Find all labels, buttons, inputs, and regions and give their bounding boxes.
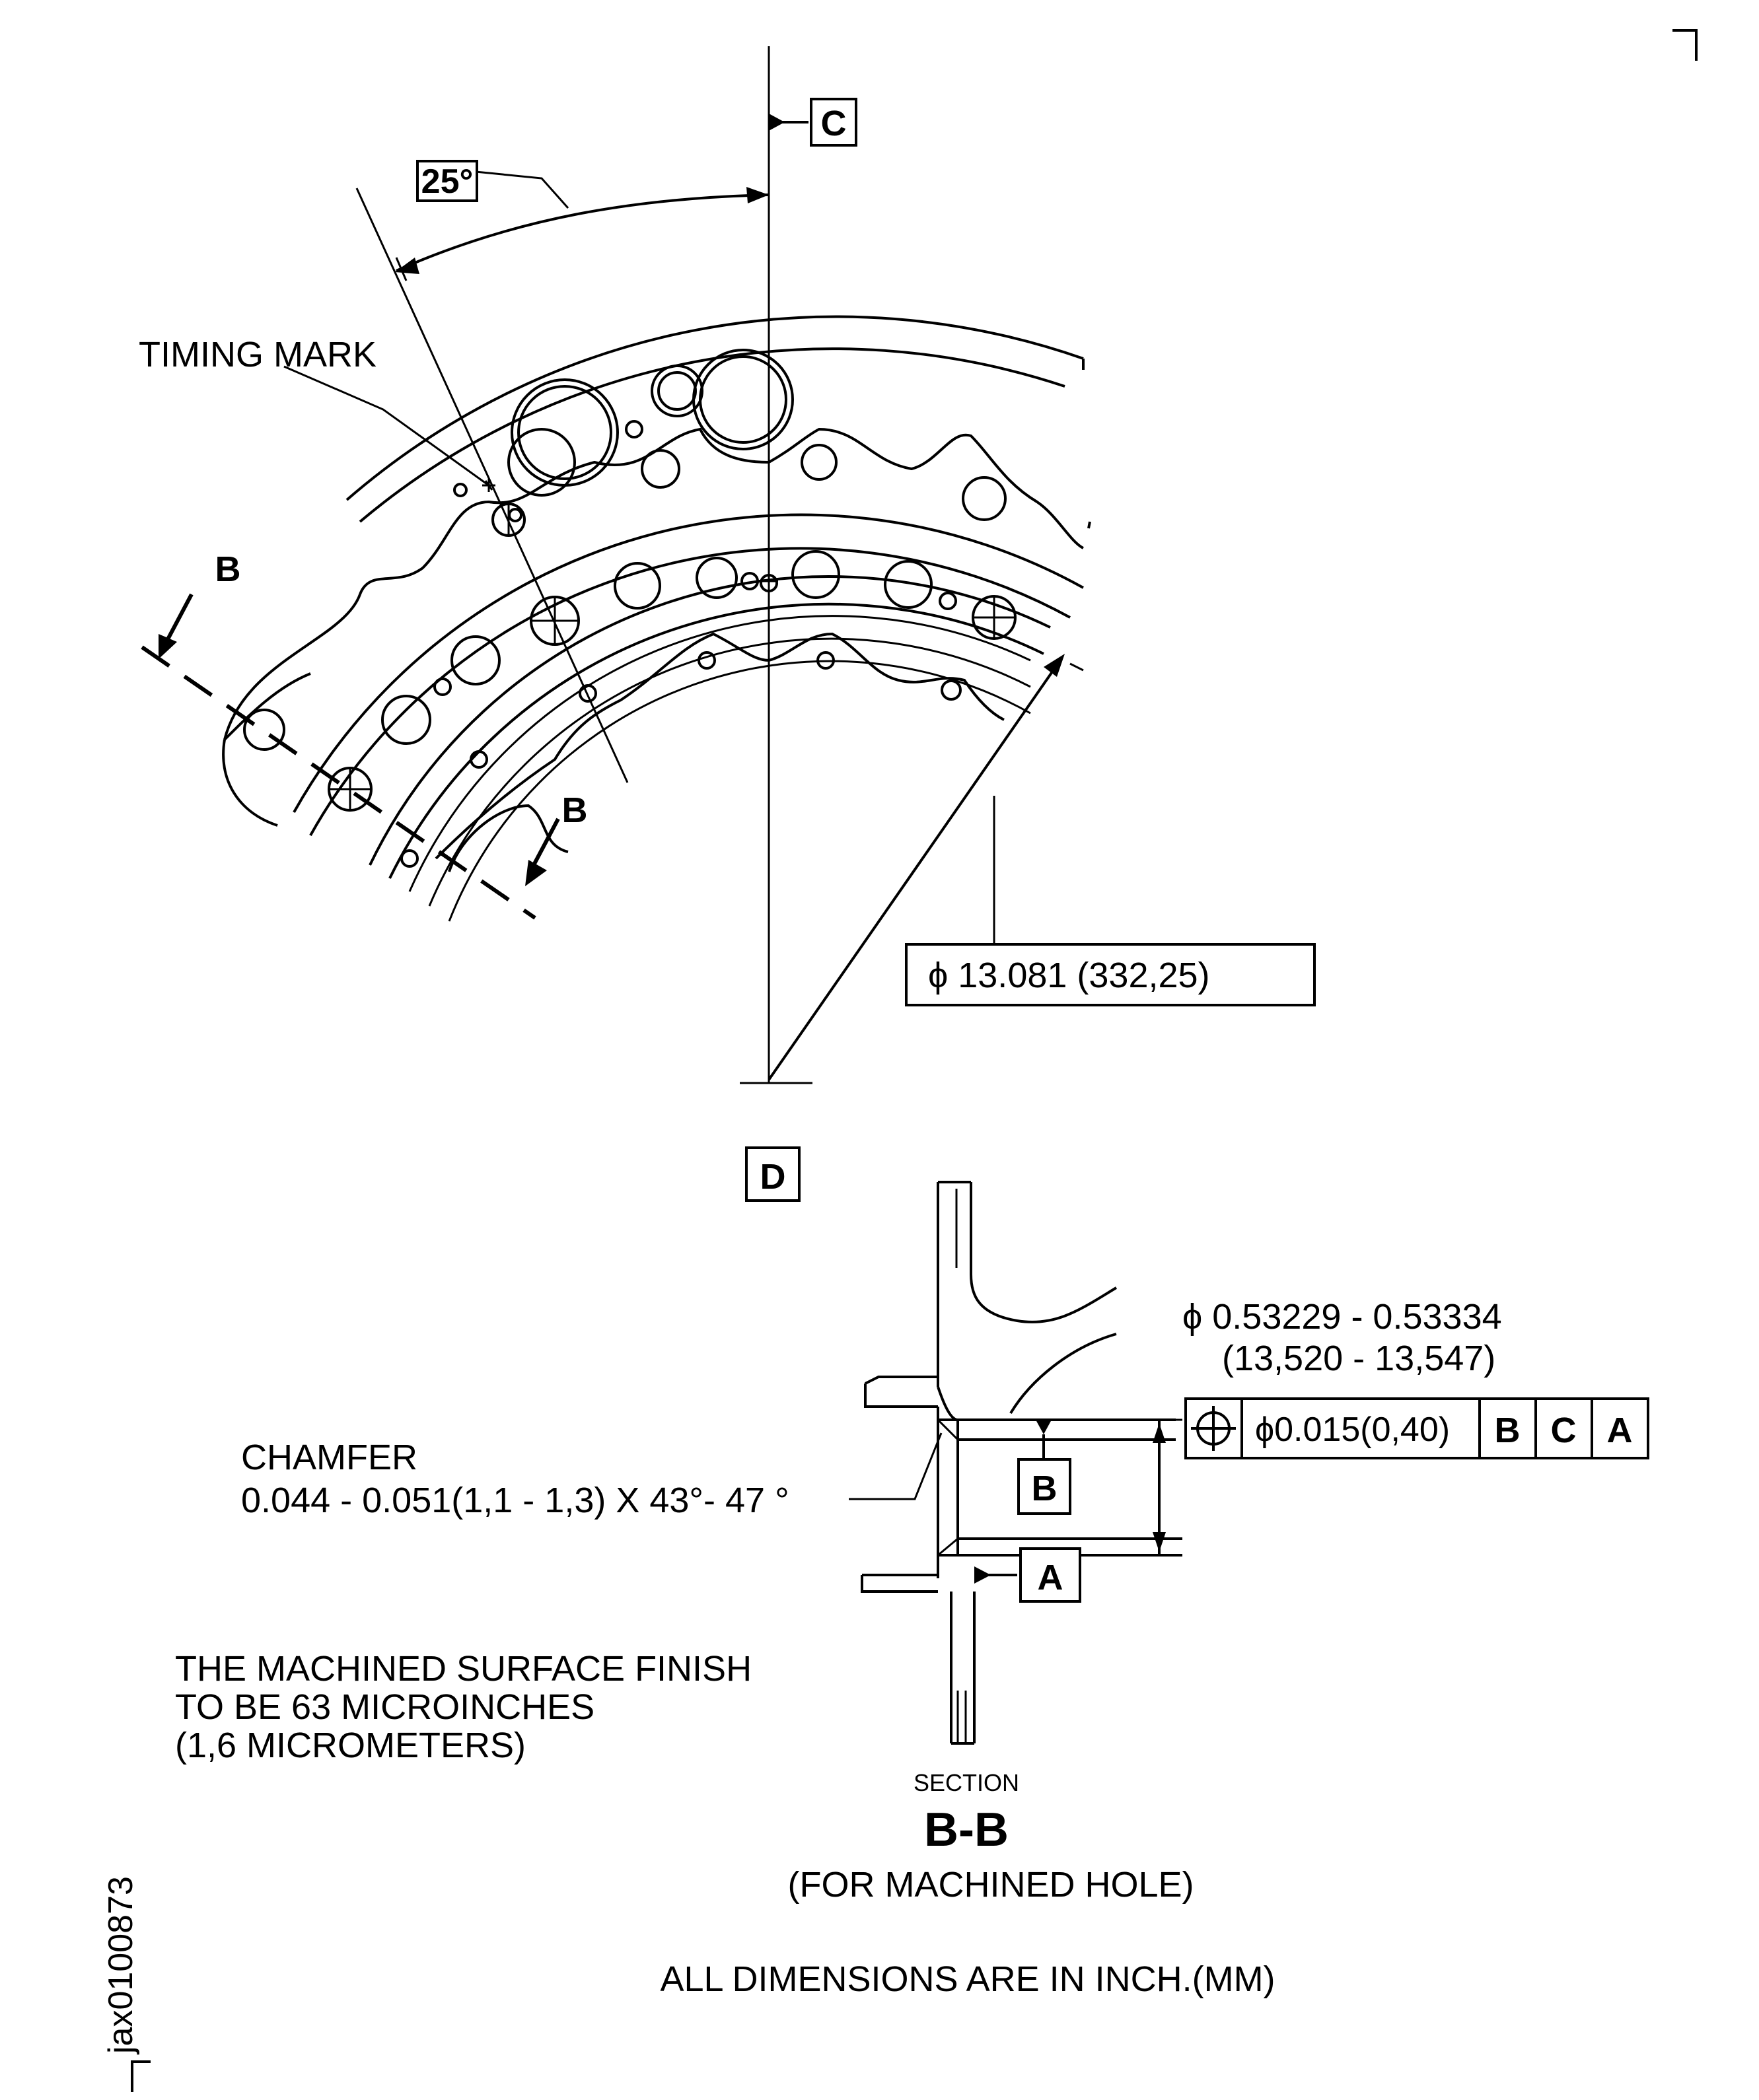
section-cut-label-top: B — [215, 549, 241, 589]
datum-b-box: B — [1017, 1458, 1071, 1515]
svg-text:B: B — [1032, 1469, 1058, 1508]
svg-text:C: C — [1551, 1411, 1577, 1450]
section-title-small: SECTION — [914, 1769, 1019, 1796]
hole-diameter-line2: (13,520 - 13,547) — [1222, 1339, 1495, 1378]
timing-mark-label: TIMING MARK — [139, 335, 377, 374]
corner-mark-top-right — [1672, 29, 1698, 61]
corner-mark-bottom-left — [131, 2060, 151, 2092]
section-title-main: B-B — [924, 1803, 1009, 1856]
flange-top-view — [141, 46, 1091, 1084]
surface-finish-line1: THE MACHINED SURFACE FINISH — [175, 1649, 752, 1689]
datum-c-box: C — [810, 98, 857, 147]
svg-text:25°: 25° — [421, 162, 474, 201]
diameter-callout-box: ϕ 13.081 (332,25) — [905, 943, 1316, 1006]
hole-diameter-line1: ϕ 0.53229 - 0.53334 — [1182, 1297, 1502, 1337]
svg-text:B: B — [1495, 1411, 1521, 1450]
scalloped-flange-edge — [223, 427, 1085, 740]
bolt-holes-outer — [453, 349, 1007, 522]
feature-control-frame: ϕ0.015(0,40) B C A — [1184, 1397, 1649, 1459]
chamfer-line1: CHAMFER — [241, 1438, 417, 1477]
section-title-sub: (FOR MACHINED HOLE) — [787, 1865, 1194, 1905]
angle-label-box: 25° — [416, 160, 478, 202]
outer-rim-arc — [345, 315, 1084, 501]
section-cut-label-bottom: B — [562, 790, 588, 830]
svg-text:ϕ0.015(0,40): ϕ0.015(0,40) — [1255, 1411, 1450, 1449]
position-icon — [1191, 1406, 1236, 1451]
inner-scalloped-edge — [435, 632, 1005, 860]
datum-a-box: A — [1019, 1547, 1081, 1603]
svg-text:D: D — [760, 1157, 786, 1197]
section-cut-line — [141, 645, 536, 920]
surface-finish-line2: TO BE 63 MICROINCHES — [175, 1687, 594, 1727]
datum-d-box: D — [745, 1146, 801, 1202]
units-note: ALL DIMENSIONS ARE IN INCH.(MM) — [660, 1959, 1275, 1999]
svg-text:C: C — [821, 104, 847, 143]
figure-id: jax0100873 — [102, 1876, 140, 2055]
section-b-b-view — [849, 1181, 1182, 1745]
chamfer-line2: 0.044 - 0.051(1,1 - 1,3) X 43°- 47 ° — [241, 1481, 789, 1520]
svg-text:ϕ 13.081 (332,25): ϕ 13.081 (332,25) — [928, 956, 1210, 995]
svg-text:A: A — [1607, 1411, 1633, 1450]
surface-finish-line3: (1,6 MICROMETERS) — [175, 1726, 526, 1765]
svg-text:A: A — [1038, 1558, 1063, 1597]
angle-dimension-arc — [396, 193, 770, 272]
